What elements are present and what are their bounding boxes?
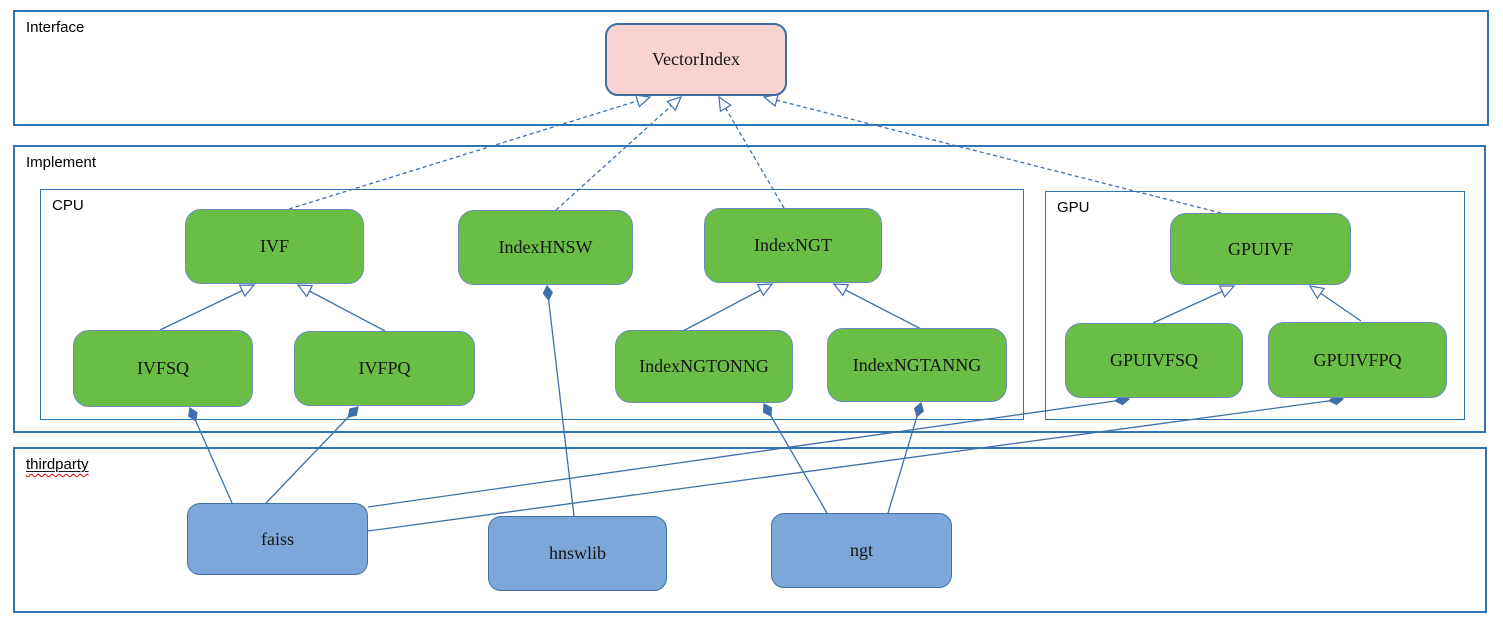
node-indexhnsw: IndexHNSW bbox=[458, 210, 633, 285]
edge-faiss-ivfpq-composes bbox=[265, 407, 358, 504]
edge-faiss-ivfsq-composes bbox=[190, 408, 233, 504]
node-ivf-label: IVF bbox=[259, 236, 289, 256]
edge-gpu_ivf-vector_index-implements bbox=[762, 93, 1222, 214]
edge-faiss-gpu_ivfpq-composes bbox=[367, 399, 1343, 532]
node-gpuivf-label: GPUIVF bbox=[1227, 238, 1293, 259]
node-ivfsq: IVFSQ bbox=[73, 330, 253, 407]
container-interface-label: Interface bbox=[26, 19, 85, 36]
node-ngt: ngt bbox=[771, 513, 952, 588]
edge-index_hnsw-vector_index-implements bbox=[555, 96, 683, 211]
node-ivf: IVF bbox=[185, 209, 364, 284]
node-indexngtonng: IndexNGTONNG bbox=[615, 330, 793, 403]
node-indexhnsw-label: IndexHNSW bbox=[498, 237, 593, 257]
container-implement-label: Implement bbox=[26, 154, 97, 171]
node-hnswlib-label: hnswlib bbox=[548, 543, 606, 563]
node-ngt-label: ngt bbox=[849, 540, 873, 560]
node-gpuivfpq-label: GPUIVFPQ bbox=[1313, 349, 1402, 370]
container-thirdparty: thirdparty bbox=[13, 447, 1487, 613]
node-indexngt: IndexNGT bbox=[704, 208, 882, 283]
node-ivfpq-label: IVFPQ bbox=[358, 358, 411, 378]
container-thirdparty-label: thirdparty bbox=[26, 456, 89, 473]
node-indexngtanng: IndexNGTANNG bbox=[827, 328, 1007, 402]
node-faiss: faiss bbox=[187, 503, 368, 575]
edge-ivfsq-ivf-extends bbox=[159, 284, 256, 331]
edge-ngt-index_ngt_onng-composes bbox=[764, 404, 828, 514]
edge-gpu_ivfsq-gpu_ivf-extends bbox=[1152, 285, 1236, 324]
node-vectorindex-label: VectorIndex bbox=[652, 49, 740, 69]
node-ivfpq: IVFPQ bbox=[294, 331, 475, 406]
container-cpu-label: CPU bbox=[52, 197, 84, 214]
node-indexngt-label: IndexNGT bbox=[754, 235, 832, 255]
edge-ivfpq-ivf-extends bbox=[296, 284, 386, 332]
spellcheck-squiggle: thirdparty bbox=[26, 456, 89, 473]
container-gpu-label: GPU bbox=[1057, 199, 1090, 216]
edge-faiss-gpu_ivfsq-composes bbox=[367, 399, 1129, 508]
container-gpu: GPU bbox=[1045, 191, 1465, 420]
edge-ivf-vector_index-implements bbox=[288, 94, 652, 210]
node-faiss-label: faiss bbox=[261, 528, 294, 549]
container-cpu: CPU bbox=[40, 189, 1024, 420]
edge-index_ngt-vector_index-implements bbox=[718, 95, 785, 209]
node-hnswlib: hnswlib bbox=[488, 516, 667, 591]
edge-index_ngt_anng-index_ngt-extends bbox=[832, 283, 922, 330]
node-gpuivf: GPUIVF bbox=[1170, 213, 1351, 285]
node-indexngtanng-label: IndexNGTANNG bbox=[852, 354, 982, 375]
node-vectorindex: VectorIndex bbox=[605, 23, 787, 96]
container-implement: Implement bbox=[13, 145, 1486, 433]
edge-hnswlib-index_hnsw-composes bbox=[547, 286, 575, 517]
node-indexngtonng-label: IndexNGTONNG bbox=[639, 356, 769, 376]
node-ivfsq-label: IVFSQ bbox=[136, 358, 189, 378]
node-gpuivfsq: GPUIVFSQ bbox=[1065, 323, 1243, 398]
edge-gpu_ivfpq-gpu_ivf-extends bbox=[1308, 285, 1362, 322]
node-gpuivfpq: GPUIVFPQ bbox=[1268, 322, 1447, 398]
edge-index_ngt_onng-index_ngt-extends bbox=[682, 283, 774, 332]
container-interface: Interface bbox=[13, 10, 1489, 126]
node-gpuivfsq-label: GPUIVFSQ bbox=[1109, 350, 1199, 370]
